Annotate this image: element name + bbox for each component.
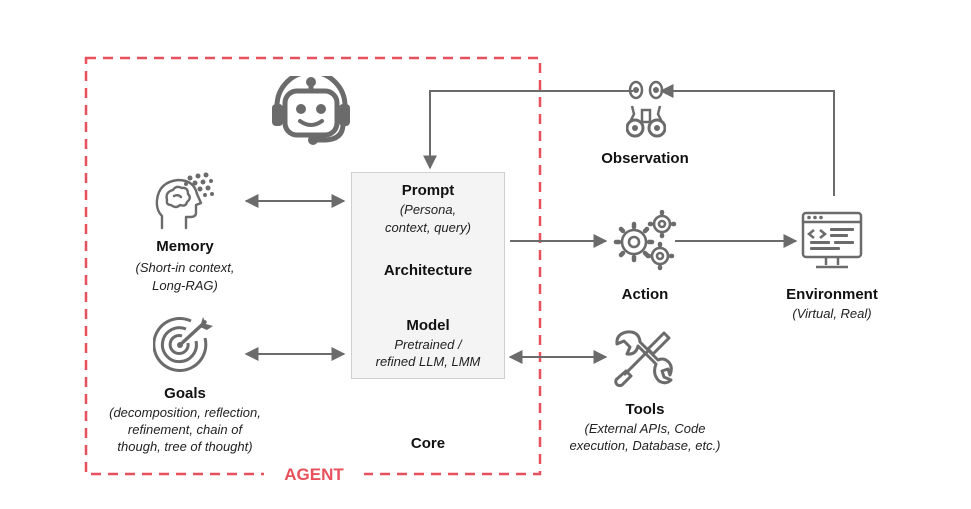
target-icon (153, 316, 213, 372)
memory-subtitle-2: Long-RAG) (152, 278, 218, 293)
model-subtitle-1: Pretrained / (394, 337, 462, 352)
prompt-subtitle-2: context, query) (385, 220, 471, 235)
prompt-subtitle-1: (Persona, (399, 202, 457, 217)
tools-icon (614, 330, 673, 388)
environment-title: Environment (786, 286, 878, 303)
goals-title: Goals (164, 385, 206, 402)
action-title: Action (621, 286, 669, 303)
goals-subtitle-2: refinement, chain of (127, 422, 243, 437)
goals-subtitle-3: though, tree of thought) (117, 439, 253, 454)
gears-icon (613, 210, 677, 271)
core-box (351, 172, 505, 379)
memory-subtitle-1: (Short-in context, (135, 260, 235, 275)
memory-title: Memory (156, 238, 214, 255)
robot-headset-icon (272, 76, 350, 145)
agent-label: AGENT (264, 465, 364, 485)
observation-title: Observation (601, 150, 689, 167)
model-subtitle-2: refined LLM, LMM (375, 354, 481, 369)
architecture-label: Architecture (383, 262, 473, 279)
goals-subtitle-1: (decomposition, reflection, (109, 405, 261, 420)
binoculars-icon (626, 80, 666, 138)
code-window-icon (801, 211, 863, 269)
core-label: Core (410, 435, 446, 452)
tools-title: Tools (625, 401, 665, 418)
arrow-environment-observation (659, 84, 835, 196)
prompt-title: Prompt (401, 182, 455, 199)
tools-subtitle-1: (External APIs, Code (584, 421, 706, 436)
tools-subtitle-2: execution, Database, etc.) (569, 438, 721, 453)
arrow-observation-prompt (423, 90, 633, 170)
model-title: Model (406, 317, 450, 334)
environment-subtitle: (Virtual, Real) (792, 306, 872, 321)
brain-head-icon (155, 172, 214, 230)
